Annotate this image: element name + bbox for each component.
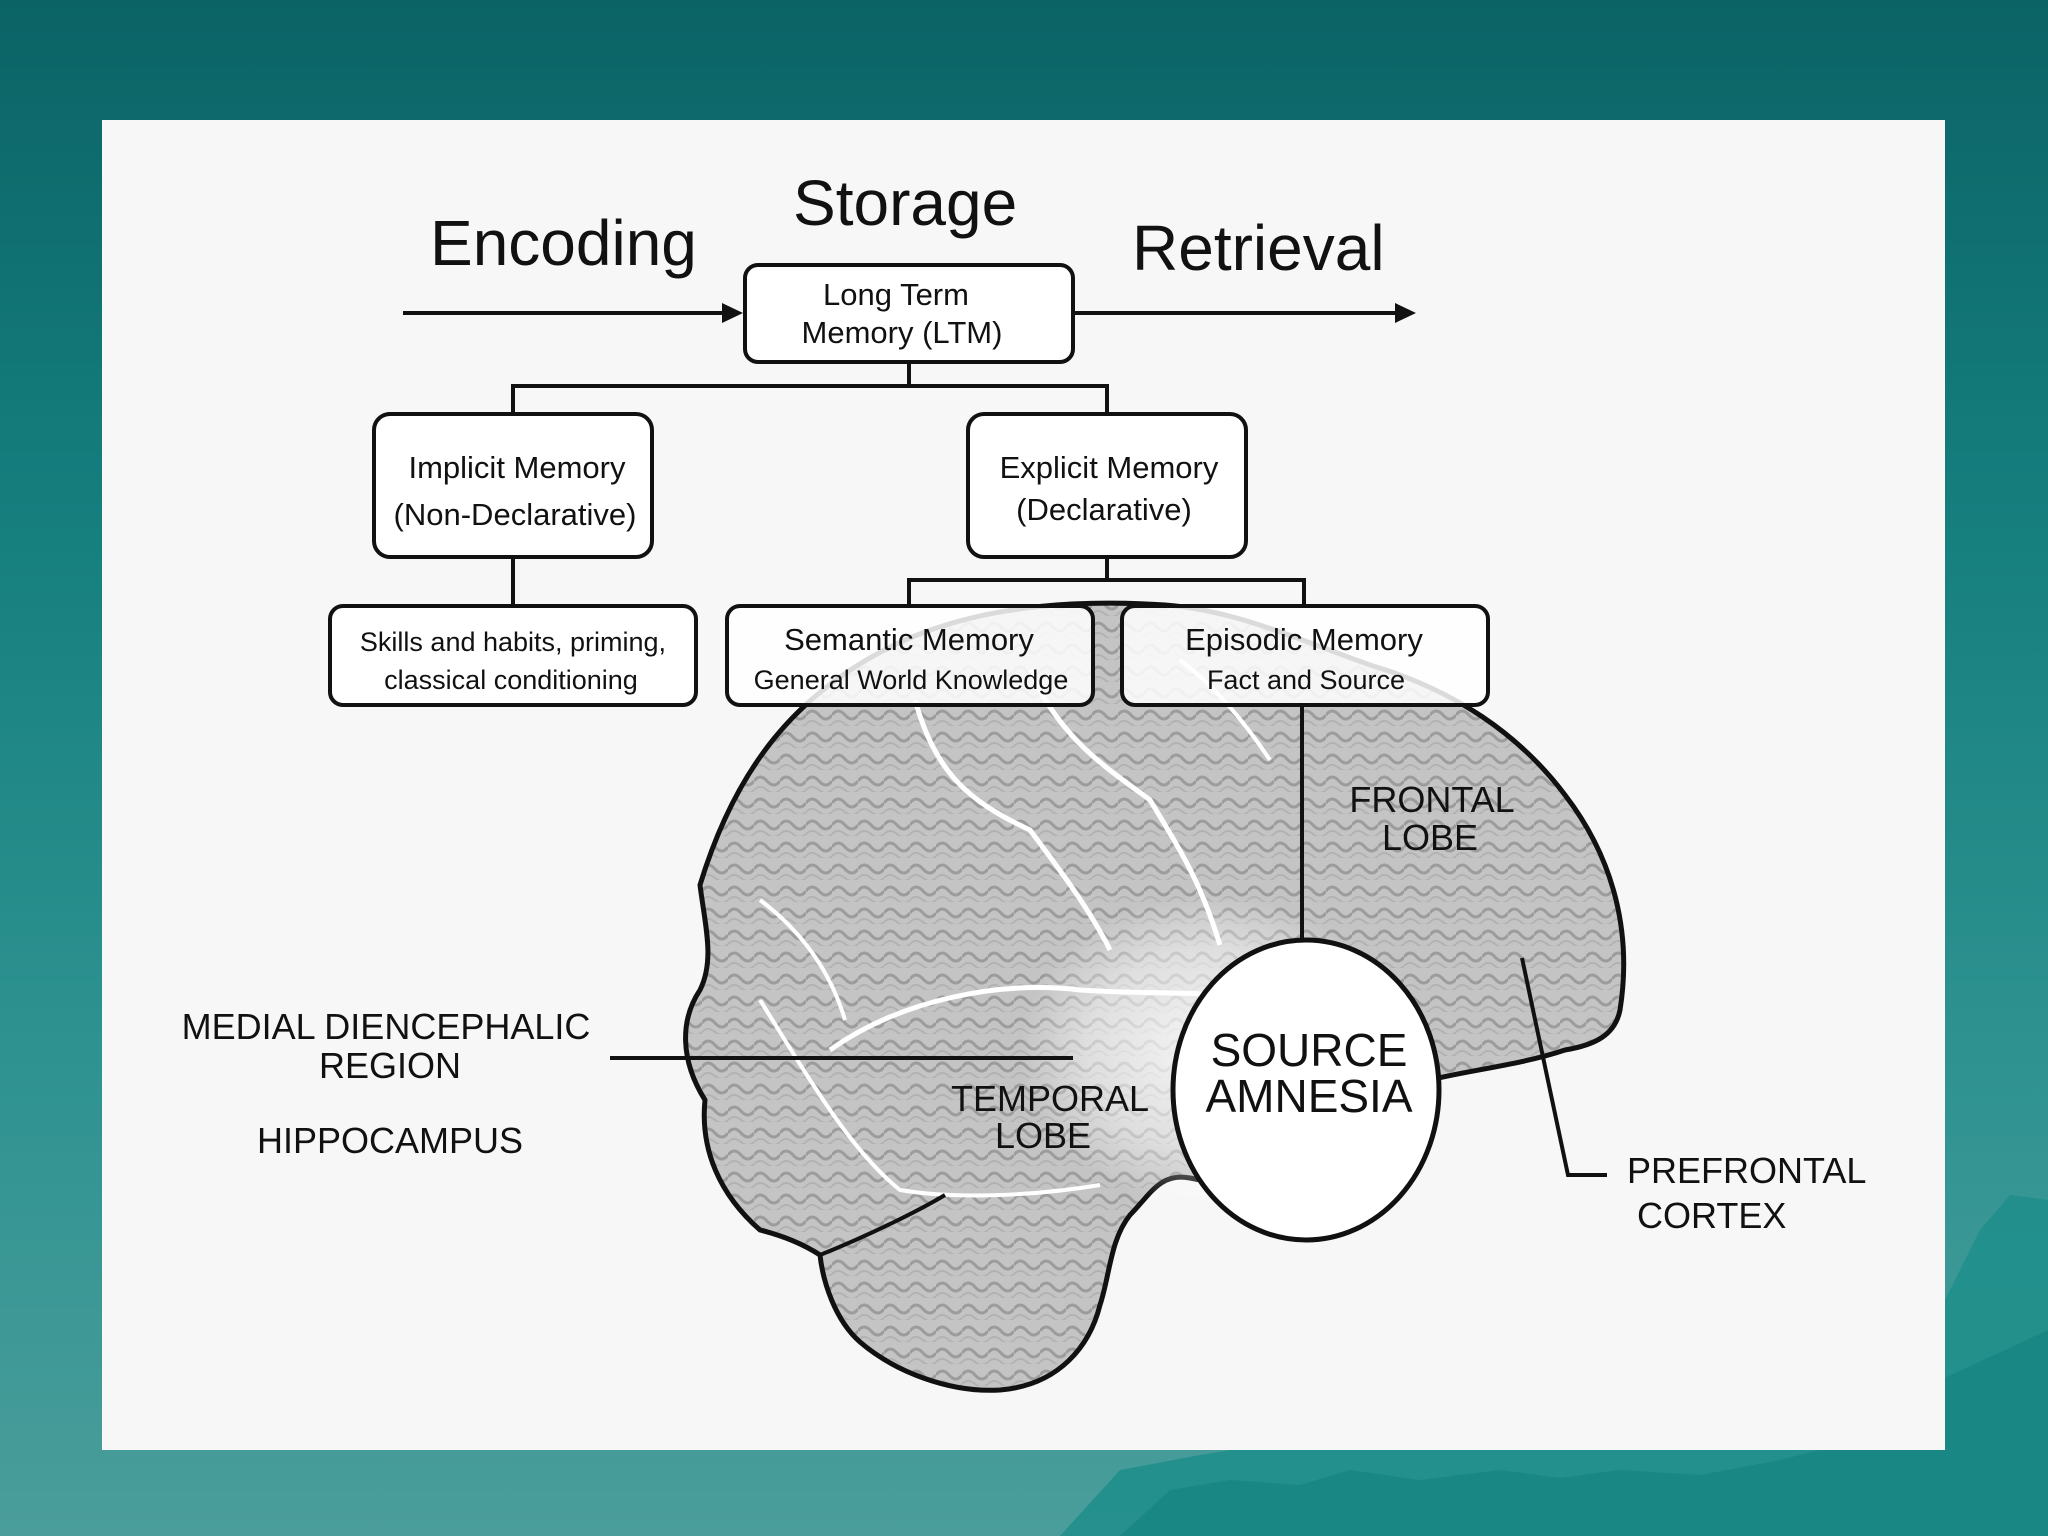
mountain-decoration (1060, 1195, 2048, 1536)
precentral-sulcus (1027, 669, 1223, 946)
semantic-line1: Semantic Memory (784, 622, 1034, 657)
skills-line1: Skills and habits, priming, (360, 627, 666, 657)
retrieval-arrowhead (1395, 303, 1416, 323)
implicit-line1: Implicit Memory (408, 450, 626, 485)
implicit-memory-box: Implicit Memory (Non-Declarative) (372, 412, 654, 559)
occipital-sulcus (758, 898, 847, 1021)
explicit-memory-box: Explicit Memory (Declarative) (966, 412, 1248, 559)
explicit-line1: Explicit Memory (1000, 450, 1219, 485)
source-amnesia-circle: SOURCE AMNESIA (1170, 937, 1442, 1243)
ltm-line2: Memory (LTM) (802, 315, 1003, 350)
storage-heading: Storage (793, 167, 1017, 239)
skills-line2: classical conditioning (384, 665, 638, 695)
ltm-line1: Long Term (823, 277, 969, 312)
ltm-branch (511, 384, 1109, 414)
temporal-lobe-label-1: TEMPORAL (951, 1078, 1149, 1119)
episodic-line2: Fact and Source (1207, 665, 1405, 695)
cerebellum-divide (819, 1193, 947, 1257)
episodic-line1: Episodic Memory (1185, 622, 1423, 657)
encoding-arrowhead (722, 303, 743, 323)
episodic-memory-box: Episodic Memory Fact and Source (1120, 604, 1490, 707)
encoding-heading: Encoding (430, 207, 697, 279)
prefrontal-label-1: PREFRONTAL (1627, 1150, 1866, 1191)
semantic-memory-box: Semantic Memory General World Knowledge (725, 604, 1095, 707)
temporal-sulcus (758, 998, 1101, 1198)
frontal-lobe-label-1: FRONTAL (1349, 779, 1514, 820)
frontal-lobe-label-2: LOBE (1382, 817, 1478, 858)
central-sulcus (912, 699, 1113, 952)
source-line2: AMNESIA (1205, 1070, 1412, 1122)
prefrontal-pointer-line (1520, 957, 1607, 1177)
hippocampus-label: HIPPOCAMPUS (257, 1120, 523, 1161)
skills-box: Skills and habits, priming, classical co… (328, 604, 698, 707)
explicit-line2: (Declarative) (1016, 492, 1192, 527)
source-line1: SOURCE (1211, 1024, 1408, 1076)
implicit-line2: (Non-Declarative) (394, 497, 637, 532)
retrieval-heading: Retrieval (1132, 212, 1385, 284)
medial-region-label-1: MEDIAL DIENCEPHALIC (182, 1006, 591, 1047)
semantic-line2: General World Knowledge (754, 665, 1069, 695)
ltm-box: Long Term Memory (LTM) (743, 263, 1075, 364)
prefrontal-label-2: CORTEX (1637, 1195, 1786, 1236)
explicit-branch (907, 578, 1306, 606)
temporal-lobe-label-2: LOBE (995, 1115, 1091, 1156)
medial-region-label-2: REGION (319, 1045, 461, 1086)
